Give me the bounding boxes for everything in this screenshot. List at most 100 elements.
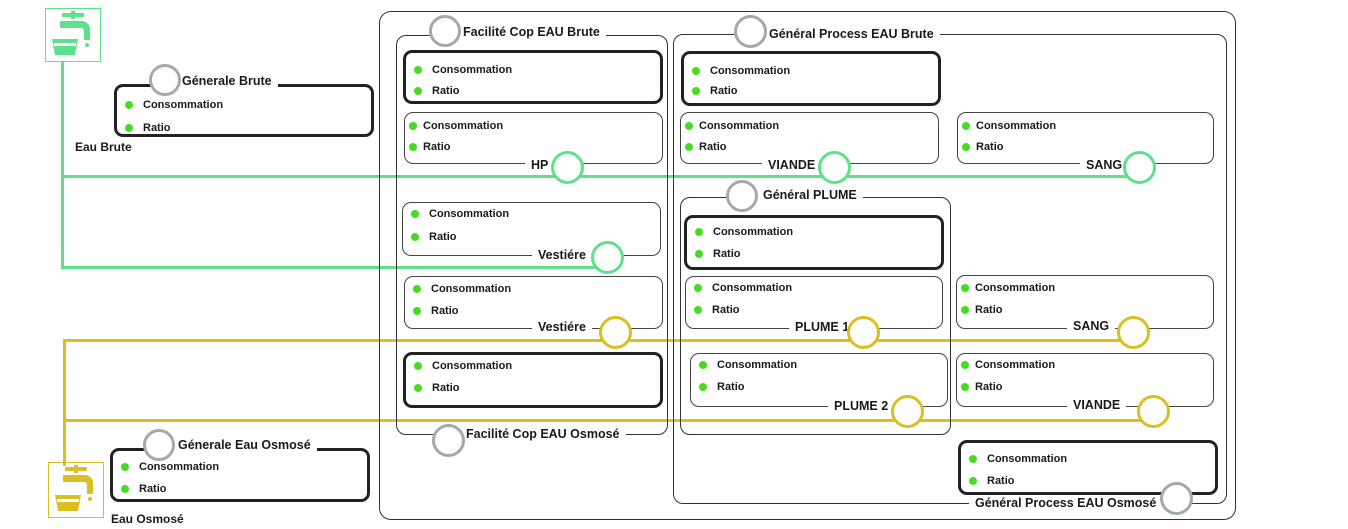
status-dot xyxy=(125,101,133,109)
ratio-label: Ratio xyxy=(976,141,1004,153)
water-tap-icon xyxy=(55,465,93,511)
viande-osmose-label: VIANDE xyxy=(1067,398,1127,412)
plume2-label: PLUME 2 xyxy=(828,399,895,413)
eau-brute-source[interactable] xyxy=(45,8,101,62)
ratio-label: Ratio xyxy=(139,483,167,495)
ratio-label: Ratio xyxy=(717,381,745,393)
eau-brute-label: Eau Brute xyxy=(75,140,132,154)
facilite-osmose-total-card[interactable]: Consommation Ratio xyxy=(403,352,663,408)
consommation-label: Consommation xyxy=(139,461,220,473)
process-group-frame xyxy=(673,34,1227,504)
status-dot xyxy=(414,87,422,95)
consommation-label: Consommation xyxy=(432,64,513,76)
ratio-label: Ratio xyxy=(975,304,1003,316)
plume1-meter-ring[interactable] xyxy=(847,316,880,349)
brute-pipe-main xyxy=(61,175,1140,178)
status-dot xyxy=(121,485,129,493)
sang-osmose-meter-ring[interactable] xyxy=(1117,316,1150,349)
process-brute-title: Général Process EAU Brute xyxy=(763,27,940,41)
hp-card[interactable]: Consommation Ratio xyxy=(404,112,663,164)
generale-osmose-meter-ring[interactable] xyxy=(143,429,175,461)
plume-total-card[interactable]: Consommation Ratio xyxy=(684,215,944,270)
consommation-label: Consommation xyxy=(717,359,798,371)
ratio-label: Ratio xyxy=(423,141,451,153)
viande-brute-meter-ring[interactable] xyxy=(818,151,851,184)
status-dot xyxy=(685,143,693,151)
generale-osmose-title: Génerale Eau Osmosé xyxy=(172,438,317,452)
facilite-osmose-ring[interactable] xyxy=(432,424,465,457)
consommation-label: Consommation xyxy=(432,360,513,372)
vestiere-osmose-meter-ring[interactable] xyxy=(599,316,632,349)
generale-osmose-card[interactable]: Consommation Ratio xyxy=(110,448,370,502)
facilite-brute-title: Facilité Cop EAU Brute xyxy=(457,25,606,39)
ratio-label: Ratio xyxy=(432,382,460,394)
status-dot xyxy=(699,361,707,369)
status-dot xyxy=(969,455,977,463)
hp-label: HP xyxy=(525,158,555,172)
status-dot xyxy=(692,87,700,95)
hp-meter-ring[interactable] xyxy=(551,151,584,184)
ratio-label: Ratio xyxy=(429,231,457,243)
eau-osmose-label: Eau Osmosé xyxy=(111,512,184,526)
status-dot xyxy=(695,228,703,236)
plume2-meter-ring[interactable] xyxy=(891,395,924,428)
status-dot xyxy=(969,477,977,485)
status-dot xyxy=(699,383,707,391)
facilite-brute-total-card[interactable]: Consommation Ratio xyxy=(403,50,663,104)
viande-osmose-meter-ring[interactable] xyxy=(1137,395,1170,428)
viande-brute-label: VIANDE xyxy=(762,158,822,172)
consommation-label: Consommation xyxy=(713,226,794,238)
status-dot xyxy=(413,285,421,293)
sang-osmose-label: SANG xyxy=(1067,319,1116,333)
process-osmose-title: Général Process EAU Osmosé xyxy=(969,496,1163,510)
site-frame xyxy=(379,11,1236,520)
brute-pipe-vertical xyxy=(61,62,64,269)
consommation-label: Consommation xyxy=(423,120,504,132)
facilite-osmose-title: Facilité Cop EAU Osmosé xyxy=(460,427,626,441)
status-dot xyxy=(414,362,422,370)
plume2-card[interactable]: Consommation Ratio xyxy=(690,353,948,407)
vestiere-brute-card[interactable]: Consommation Ratio xyxy=(402,202,661,256)
consommation-label: Consommation xyxy=(429,208,510,220)
facilite-brute-ring[interactable] xyxy=(429,15,461,47)
plume-group-ring[interactable] xyxy=(726,180,758,212)
process-brute-ring[interactable] xyxy=(734,15,767,48)
process-osmose-ring[interactable] xyxy=(1160,482,1193,515)
ratio-label: Ratio xyxy=(432,85,460,97)
status-dot xyxy=(694,284,702,292)
status-dot xyxy=(692,67,700,75)
viande-brute-card[interactable]: Consommation Ratio xyxy=(680,112,939,164)
vestiere-brute-label: Vestiére xyxy=(532,248,592,262)
ratio-label: Ratio xyxy=(699,141,727,153)
generale-brute-meter-ring[interactable] xyxy=(149,64,181,96)
ratio-label: Ratio xyxy=(712,304,740,316)
generale-brute-card[interactable]: Consommation Ratio xyxy=(114,84,374,137)
sang-brute-card[interactable]: Consommation Ratio xyxy=(957,112,1214,164)
osmose-pipe-upper xyxy=(63,339,1135,342)
consommation-label: Consommation xyxy=(975,282,1056,294)
status-dot xyxy=(125,124,133,132)
status-dot xyxy=(121,463,129,471)
vestiere-osmose-label: Vestiére xyxy=(532,320,592,334)
consommation-label: Consommation xyxy=(431,283,512,295)
process-brute-total-card[interactable]: Consommation Ratio xyxy=(681,51,941,106)
consommation-label: Consommation xyxy=(987,453,1068,465)
consommation-label: Consommation xyxy=(143,99,224,111)
consommation-label: Consommation xyxy=(975,359,1056,371)
ratio-label: Ratio xyxy=(975,381,1003,393)
sang-brute-meter-ring[interactable] xyxy=(1123,151,1156,184)
ratio-label: Ratio xyxy=(143,122,171,134)
water-tap-icon xyxy=(52,11,90,55)
generale-brute-title: Génerale Brute xyxy=(176,74,278,88)
status-dot xyxy=(962,122,970,130)
status-dot xyxy=(409,122,417,130)
eau-osmose-source[interactable] xyxy=(48,462,104,518)
status-dot xyxy=(961,383,969,391)
vestiere-brute-meter-ring[interactable] xyxy=(591,241,624,274)
osmose-pipe-vertical xyxy=(63,339,66,466)
ratio-label: Ratio xyxy=(987,475,1015,487)
consommation-label: Consommation xyxy=(699,120,780,132)
consommation-label: Consommation xyxy=(710,65,791,77)
status-dot xyxy=(685,122,693,130)
status-dot xyxy=(414,384,422,392)
